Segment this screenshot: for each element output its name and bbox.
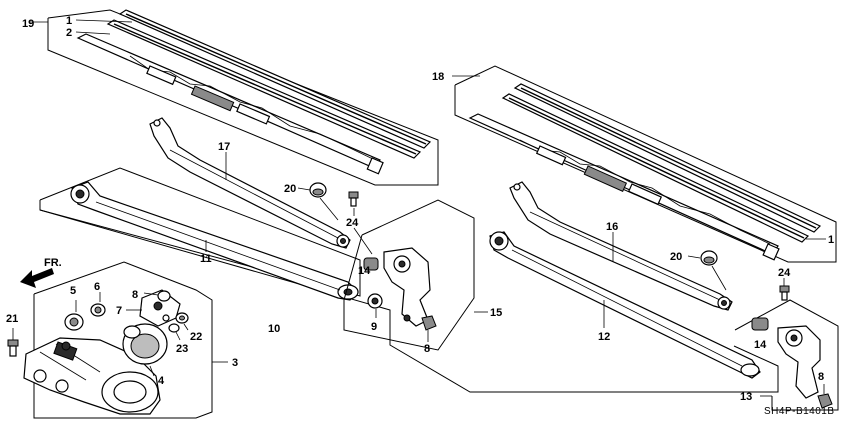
- diagram-code: SH4P-B1401B: [764, 406, 835, 417]
- callout-17: 17: [218, 141, 230, 153]
- callout-5: 5: [70, 285, 76, 297]
- callout-19: 19: [22, 18, 34, 30]
- blade-frame-driver: [47, 9, 439, 186]
- callout-18: 18: [432, 71, 444, 83]
- callout-10: 10: [268, 323, 280, 335]
- wiper-motor: [23, 337, 161, 415]
- washer-23: [168, 323, 180, 333]
- callout-12: 12: [598, 331, 610, 343]
- callout-24-driver: 24: [346, 217, 359, 229]
- callout-22: 22: [190, 331, 202, 343]
- callout-20-passenger: 20: [670, 251, 682, 263]
- cap-nut-driver: [309, 182, 327, 198]
- link-passenger: [489, 231, 761, 379]
- callout-3: 3: [232, 357, 238, 369]
- link-assembly-frame: [39, 167, 361, 297]
- wiper-blade-driver: [30, 9, 439, 186]
- nut-motor: [157, 290, 171, 302]
- callout-14-passenger: 14: [754, 339, 767, 351]
- wiper-motor-group: [23, 261, 228, 419]
- pivot-passenger: [734, 299, 839, 411]
- direction-label: FR.: [44, 257, 62, 269]
- motor-cover: [122, 323, 168, 365]
- callout-8-motor: 8: [132, 289, 138, 301]
- bolt-driver: [348, 191, 359, 207]
- pivot-driver: [343, 199, 475, 351]
- bushing-6: [90, 303, 106, 317]
- front-direction-arrow: FR.: [20, 257, 62, 288]
- blade-frame-arm-passenger: [468, 113, 780, 261]
- callout-8-passenger: 8: [818, 371, 824, 383]
- callout-9: 9: [371, 321, 377, 333]
- callout-16: 16: [606, 221, 618, 233]
- washer-22: [175, 312, 189, 324]
- callout-11: 11: [200, 253, 212, 265]
- callout-13: 13: [740, 391, 752, 403]
- link-driver: [70, 181, 359, 301]
- cap-nut-passenger: [700, 250, 718, 266]
- callout-21: 21: [6, 313, 18, 325]
- callout-24-passenger: 24: [778, 267, 791, 279]
- callout-8-driver: 8: [424, 343, 430, 355]
- blade-frame-passenger: [454, 65, 837, 263]
- blade-strip-passenger: [501, 83, 822, 243]
- blade-frame-arm-driver: [76, 33, 384, 175]
- callout-6: 6: [94, 281, 100, 293]
- wiper-arm-passenger: [509, 181, 733, 311]
- wiper-blade-passenger: [452, 65, 837, 263]
- callout-7: 7: [116, 305, 122, 317]
- wiper-arm-driver: [149, 117, 351, 249]
- callout-23: 23: [176, 343, 188, 355]
- motor-bolt: [7, 339, 19, 357]
- callout-4: 4: [158, 375, 165, 387]
- callout-14-driver: 14: [358, 265, 371, 277]
- callout-20-driver: 20: [284, 183, 296, 195]
- bolt-passenger: [779, 285, 790, 301]
- callout-2: 2: [66, 27, 72, 39]
- callout-15: 15: [490, 307, 502, 319]
- callout-1-driver: 1: [66, 15, 72, 27]
- callout-1-passenger: 1: [828, 234, 834, 246]
- bushing-5: [64, 313, 84, 331]
